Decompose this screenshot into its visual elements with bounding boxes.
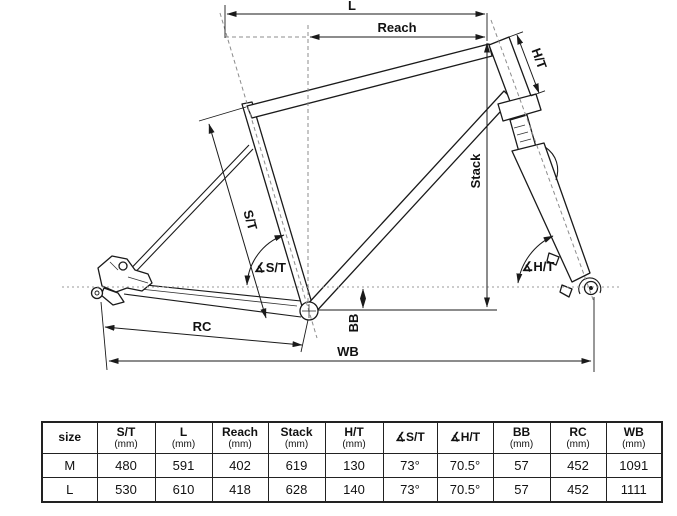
header-unit: (mm) <box>284 439 309 451</box>
header-cell-size: size <box>41 421 98 454</box>
header-unit: (mm) <box>114 439 138 451</box>
table-cell: L <box>41 477 98 503</box>
table-cell: 402 <box>211 453 269 478</box>
table-cell: 619 <box>267 453 326 478</box>
table-cell: 73° <box>382 477 438 503</box>
header-label: WB <box>623 424 644 439</box>
table-header-row: size S/T (mm) L (mm) Reach (mm) Stack (m… <box>41 421 663 454</box>
dimension-labels: L Reach H/T Stack S/T ∡S/T ∡H/T BB RC WB <box>193 0 555 359</box>
label-angle-ht: ∡H/T <box>522 259 555 274</box>
bike-frame-drawing: L Reach H/T Stack S/T ∡S/T ∡H/T BB RC WB <box>62 0 620 372</box>
dimension-st <box>208 123 267 319</box>
rear-dropout <box>90 255 153 306</box>
dimension-ht <box>516 34 540 94</box>
table-cell: 530 <box>96 477 156 503</box>
label-reach: Reach <box>377 20 416 35</box>
header-label: Stack <box>280 424 313 439</box>
header-cell-wb: WB (mm) <box>605 421 663 454</box>
header-unit: (mm) <box>171 439 196 451</box>
angle-st-arc <box>244 234 285 286</box>
table-cell: 452 <box>549 453 607 478</box>
table-cell: M <box>41 453 98 478</box>
table-cell: 628 <box>267 477 326 503</box>
table-cell: 70.5° <box>436 453 494 478</box>
header-label: S/T <box>116 424 136 439</box>
label-bb: BB <box>346 314 361 333</box>
table-cell: 57 <box>492 477 551 503</box>
table-cell: 70.5° <box>436 477 494 503</box>
header-cell-ht: H/T (mm) <box>324 421 384 454</box>
header-label: ∡H/T <box>449 430 481 445</box>
dimension-rc <box>104 324 303 348</box>
header-cell-l: L (mm) <box>154 421 213 454</box>
header-unit: (mm) <box>622 439 646 451</box>
geometry-table: size S/T (mm) L (mm) Reach (mm) Stack (m… <box>41 421 663 503</box>
label-L: L <box>348 0 356 13</box>
table-cell: 73° <box>382 453 438 478</box>
header-label: size <box>58 430 82 445</box>
header-label: ∡S/T <box>395 430 425 445</box>
dimensions <box>100 5 595 372</box>
header-cell-angle-ht: ∡H/T <box>436 421 494 454</box>
header-cell-angle-st: ∡S/T <box>382 421 438 454</box>
table-row-size-l: L 530 610 418 628 140 73° 70.5° 57 452 1… <box>41 477 663 503</box>
header-unit: (mm) <box>509 439 534 451</box>
label-ht: H/T <box>529 46 550 71</box>
label-angle-st: ∡S/T <box>254 260 286 275</box>
rear-axle <box>118 261 128 271</box>
table-cell: 1091 <box>605 453 663 478</box>
table-cell: 418 <box>211 477 269 503</box>
header-cell-reach: Reach (mm) <box>211 421 269 454</box>
header-label: H/T <box>344 424 364 439</box>
header-unit: (mm) <box>228 439 252 451</box>
table-row-size-m: M 480 591 402 619 130 73° 70.5° 57 452 1… <box>41 453 663 478</box>
table-cell: 610 <box>154 477 213 503</box>
table-cell: 452 <box>549 477 607 503</box>
label-rc: RC <box>193 319 212 334</box>
fork <box>497 93 602 298</box>
header-label: Reach <box>221 424 259 439</box>
header-label: L <box>179 424 188 439</box>
table-cell: 130 <box>324 453 384 478</box>
header-unit: (mm) <box>566 439 590 451</box>
header-cell-st: S/T (mm) <box>96 421 156 454</box>
table-cell: 591 <box>154 453 213 478</box>
header-cell-rc: RC (mm) <box>549 421 607 454</box>
header-label: BB <box>512 424 531 439</box>
label-st: S/T <box>240 208 260 232</box>
header-label: RC <box>569 424 587 439</box>
header-cell-bb: BB (mm) <box>492 421 551 454</box>
label-wb: WB <box>337 344 359 359</box>
table-cell: 140 <box>324 477 384 503</box>
header-unit: (mm) <box>342 439 366 451</box>
angle-ht-arc <box>516 235 554 284</box>
reference-lines <box>62 12 620 339</box>
label-stack: Stack <box>468 153 483 188</box>
steering-axis <box>490 19 595 303</box>
header-cell-stack: Stack (mm) <box>267 421 326 454</box>
table-cell: 57 <box>492 453 551 478</box>
table-cell: 1111 <box>605 477 663 503</box>
table-cell: 480 <box>96 453 156 478</box>
seat-tube-axis <box>219 12 318 339</box>
